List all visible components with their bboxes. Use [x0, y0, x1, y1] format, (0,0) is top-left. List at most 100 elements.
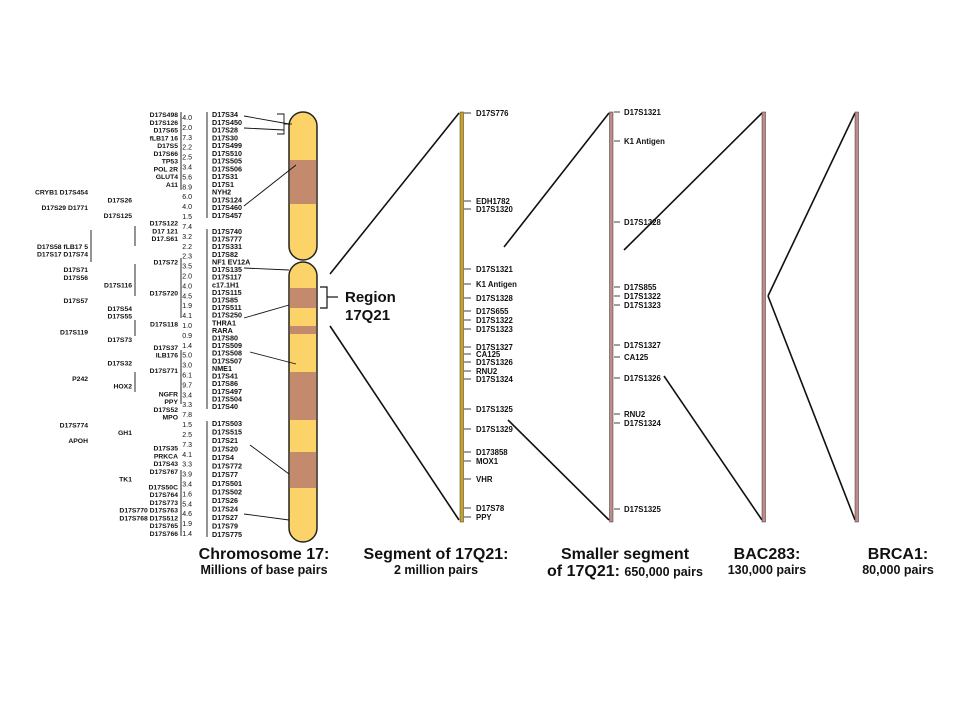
smaller-marker-label: D17S1322	[624, 292, 662, 301]
distance-value: 5.4	[182, 501, 192, 508]
segment-marker-label: EDH1782	[476, 197, 510, 206]
chromosome-band	[289, 160, 317, 204]
segment-caption: Segment of 17Q21: 2 million pairs	[356, 546, 516, 577]
smaller-caption-sub: 650,000 pairs	[624, 565, 703, 579]
marker-label: D17S502	[212, 487, 242, 496]
marker-label: THRA1	[212, 318, 236, 327]
gene-label: D17S66	[153, 151, 178, 158]
gene-label: D17S771	[150, 368, 179, 375]
chromosome-caption-sub: Millions of base pairs	[200, 563, 328, 577]
marker-connector	[243, 115, 290, 125]
smaller-marker-label: D17S1323	[624, 301, 662, 310]
bac283-bar	[761, 111, 766, 523]
marker-label: D17S504	[212, 394, 242, 403]
segment-marker-label: PPY	[476, 513, 492, 522]
gene-label: D17 121	[152, 228, 178, 235]
marker-label: D17S115	[212, 288, 242, 297]
chromosome-marker-list: D17S34D17S450D17S28D17S30D17S499D17S510D…	[212, 110, 250, 539]
brca1-bar	[854, 111, 859, 523]
marker-label: D17S26	[212, 496, 238, 505]
marker-label: D17S31	[212, 172, 238, 181]
marker-label: D17S515	[212, 428, 242, 437]
gene-label: D17S770 D17S763	[119, 508, 178, 515]
marker-label: D17S86	[212, 379, 238, 388]
gene-label: D17S116	[104, 283, 132, 290]
marker-label: D17S34	[212, 110, 238, 119]
chromosome-band	[289, 326, 317, 334]
segment-marker-label: MOX1	[476, 457, 499, 466]
marker-label: D17S21	[212, 436, 238, 445]
distance-value: 4.0	[182, 115, 192, 122]
segment-marker-label: VHR	[476, 475, 493, 484]
segment-caption-title: Segment of 17Q21:	[363, 546, 509, 563]
marker-connector	[243, 267, 290, 271]
segment-marker-label: D17S655	[476, 307, 509, 316]
marker-connector	[243, 164, 297, 207]
marker-label: D17S28	[212, 126, 238, 135]
marker-label: D17S4	[212, 453, 234, 462]
gene-label: ILB176	[156, 353, 179, 360]
gene-label: D17S119	[60, 329, 88, 336]
distance-value: 6.0	[182, 194, 192, 201]
smaller-caption-title: Smaller segment	[560, 546, 690, 563]
segment-marker-label: CA125	[476, 350, 501, 359]
chromosome-caption: Chromosome 17: Millions of base pairs	[184, 546, 344, 577]
gene-label: D17S774	[60, 422, 89, 429]
marker-label: D17S457	[212, 211, 242, 220]
gene-label: D17S768 D17S512	[119, 515, 178, 522]
marker-label: D17S24	[212, 504, 238, 513]
gene-label: NGFR	[159, 391, 178, 398]
gene-label: D17S52	[153, 407, 178, 414]
distance-value: 4.5	[182, 293, 192, 300]
distance-value: 2.0	[182, 125, 192, 132]
marker-label: D17S80	[212, 334, 238, 343]
chromosome-band	[289, 288, 317, 308]
distance-value: 3.0	[182, 363, 192, 370]
chromosome-17	[288, 111, 318, 543]
gene-label: D17S32	[107, 360, 132, 367]
gene-label: APOH	[68, 438, 88, 445]
brca1-caption-sub: 80,000 pairs	[862, 563, 934, 577]
marker-label: D17S511	[212, 303, 242, 312]
marker-label: D17S40	[212, 402, 238, 411]
distance-value: 6.1	[182, 373, 192, 380]
marker-connectors	[90, 112, 297, 537]
bac283-caption-title: BAC283:	[733, 546, 801, 563]
gene-label: GH1	[118, 430, 132, 437]
marker-label: D17S497	[212, 387, 242, 396]
gene-label: D17S73	[107, 337, 132, 344]
distance-value: 7.4	[182, 224, 192, 231]
bac283-caption-sub: 130,000 pairs	[727, 563, 807, 577]
marker-label: D17S740	[212, 227, 242, 236]
segment-marker-label: D17S1327	[476, 343, 513, 352]
distance-value: 2.3	[182, 254, 192, 261]
gene-label: D17S71	[63, 267, 88, 274]
gene-label: D17S765	[150, 523, 179, 530]
marker-connector	[243, 304, 290, 319]
distance-list: 4.02.07.32.22.53.45.68.96.04.01.57.43.22…	[182, 115, 192, 538]
smaller-marker-label: D17S1325	[624, 505, 662, 514]
marker-label: D17S27	[212, 513, 238, 522]
marker-label: D17S79	[212, 521, 238, 530]
gene-label: A11	[166, 182, 178, 189]
distance-value: 3.3	[182, 462, 192, 469]
distance-value: 3.4	[182, 165, 192, 172]
distance-value: 1.9	[182, 521, 192, 528]
marker-label: D17S117	[212, 273, 242, 282]
smaller-marker-label: CA125	[624, 353, 649, 362]
segment-marker-label: D17S1322	[476, 316, 514, 325]
distance-value: 1.5	[182, 422, 192, 429]
marker-label: NF1 EV12A	[212, 257, 250, 266]
distance-value: 3.4	[182, 481, 192, 488]
gene-label: D17S29 D1771	[42, 205, 89, 212]
gene-label: D17S57	[63, 298, 88, 305]
distance-value: 2.5	[182, 155, 192, 162]
segment-marker-label: D17S1325	[476, 405, 514, 414]
distance-value: 7.3	[182, 135, 192, 142]
marker-label: D17S450	[212, 118, 242, 127]
gene-label: D17S56	[63, 275, 88, 282]
gene-label: D17S118	[150, 322, 178, 329]
marker-label: D17S460	[212, 203, 242, 212]
smaller-caption: Smaller segment of 17Q21: 650,000 pairs	[540, 546, 710, 581]
